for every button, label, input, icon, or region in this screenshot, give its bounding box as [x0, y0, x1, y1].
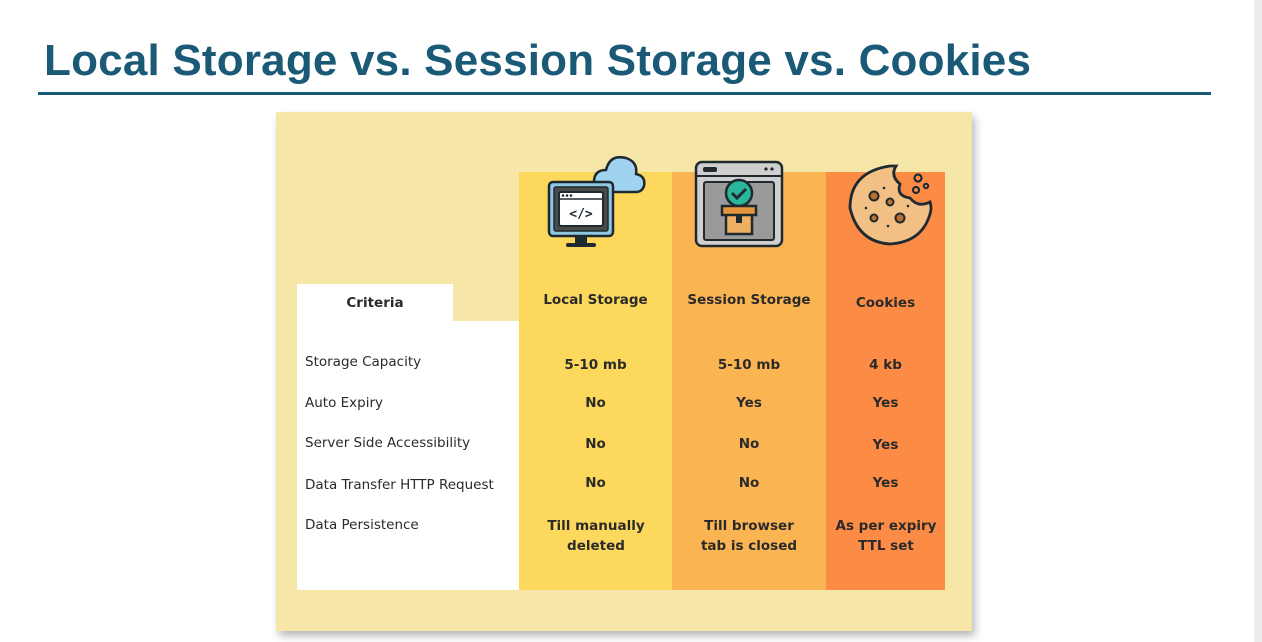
cell-cookies-auto-expiry: Yes [872, 395, 899, 411]
cell-session-data-transfer: No [738, 475, 760, 491]
row-label-server-side-accessibility: Server Side Accessibility [305, 435, 471, 451]
cell-cookies-storage-capacity: 4 kb [869, 357, 902, 373]
row-label-data-persistence: Data Persistence [305, 517, 419, 533]
page-title: Local Storage vs. Session Storage vs. Co… [44, 36, 1032, 85]
row-label-storage-capacity: Storage Capacity [305, 354, 422, 370]
session-storage-browser-check-icon [694, 160, 784, 248]
cell-session-data-persistence: Till browser tab is closed [700, 518, 798, 554]
cell-local-server-side: No [585, 436, 606, 452]
criteria-column [297, 321, 519, 590]
header-cookies: Cookies [855, 295, 916, 311]
row-label-data-transfer: Data Transfer HTTP Request [305, 477, 494, 493]
cookie-icon [848, 164, 933, 246]
local-storage-cloud-code-icon: </> [547, 156, 646, 247]
cell-local-auto-expiry: No [585, 395, 606, 411]
local-storage-column [519, 172, 672, 590]
cell-cookies-data-transfer: Yes [872, 475, 899, 491]
scrollbar[interactable] [1254, 0, 1262, 642]
header-criteria: Criteria [346, 295, 404, 311]
cell-session-auto-expiry: Yes [736, 395, 762, 411]
header-session-storage: Session Storage [687, 292, 811, 308]
cell-session-storage-capacity: 5-10 mb [717, 357, 781, 373]
cell-cookies-data-persistence: As per expiry TTL set [835, 518, 937, 554]
cell-cookies-server-side: Yes [872, 437, 899, 453]
criteria-header-cell [297, 284, 453, 321]
row-label-auto-expiry: Auto Expiry [305, 395, 384, 411]
title-underline [38, 92, 1211, 95]
cell-local-data-persistence: Till manually deleted [547, 518, 645, 554]
cell-local-storage-capacity: 5-10 mb [564, 357, 627, 373]
svg-text:</>: </> [569, 207, 593, 222]
header-local-storage: Local Storage [543, 292, 648, 308]
cell-session-server-side: No [738, 436, 760, 452]
cell-local-data-transfer: No [585, 475, 606, 491]
